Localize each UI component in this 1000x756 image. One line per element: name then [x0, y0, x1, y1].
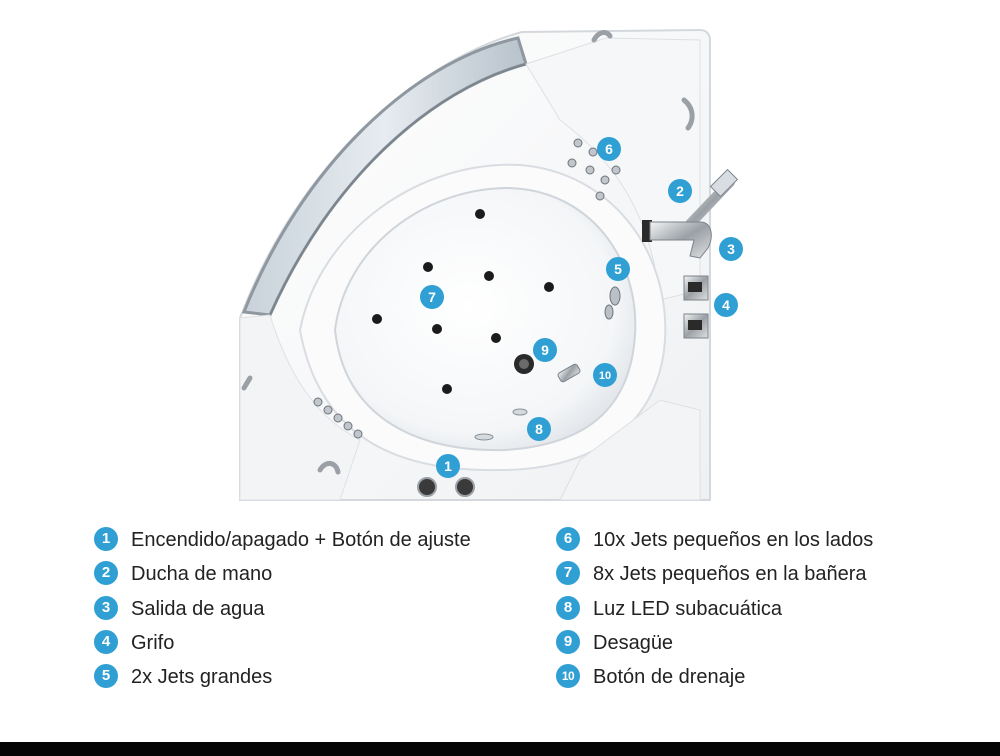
marker-4-label: 4	[722, 297, 730, 313]
water-spout	[642, 220, 712, 259]
marker-8: 8	[527, 417, 551, 441]
side-jets-cluster	[567, 138, 621, 201]
marker-2-label: 2	[676, 183, 684, 199]
marker-7-label: 7	[428, 289, 436, 305]
marker-2: 2	[668, 179, 692, 203]
legend-badge: 5	[94, 664, 118, 689]
glass-screen-inner	[269, 63, 527, 316]
legend-label: Luz LED subacuática	[593, 597, 783, 620]
marker-5: 5	[606, 257, 630, 281]
grab-handles	[241, 30, 695, 475]
drain	[514, 354, 534, 374]
legend-badge: 8	[556, 595, 580, 620]
marker-6: 6	[597, 137, 621, 161]
legend-badge: 1	[94, 527, 118, 551]
legend-label: Botón de drenaje	[593, 666, 746, 689]
marker-9-label: 9	[541, 342, 549, 358]
faucet-controls	[683, 275, 709, 339]
bathtub-diagram: 1 2 3 4 5 6 7 8 9 10	[239, 28, 743, 501]
control-buttons	[417, 477, 475, 497]
large-jets	[604, 286, 621, 320]
marker-4: 4	[714, 293, 738, 317]
legend-badge: 10	[556, 664, 580, 689]
drain-button	[557, 363, 581, 383]
legend-label: Desagüe	[593, 631, 674, 654]
legend-label: Grifo	[131, 631, 175, 654]
legend-label: 8x Jets pequeños en la bañera	[593, 563, 867, 586]
legend-badge: 3	[94, 595, 118, 620]
legend-label: 2x Jets grandes	[131, 666, 273, 689]
basin	[333, 186, 637, 452]
legend-badge: 7	[556, 561, 580, 586]
marker-9: 9	[533, 338, 557, 362]
marker-10-label: 10	[599, 370, 611, 382]
seat-right	[559, 399, 701, 501]
led-light-strip	[474, 408, 528, 441]
legend: 1 Encendido/apagado + Botón de ajuste 2 …	[0, 524, 1000, 704]
marker-3: 3	[719, 237, 743, 261]
marker-3-label: 3	[727, 241, 735, 257]
marker-10: 10	[593, 363, 617, 387]
hand-shower	[685, 168, 739, 229]
bottom-bar	[0, 742, 1000, 756]
legend-label: 10x Jets pequeños en los lados	[593, 529, 874, 551]
marker-8-label: 8	[535, 421, 543, 437]
legend-badge: 2	[94, 561, 118, 586]
legend-label: Encendido/apagado + Botón de ajuste	[131, 529, 471, 551]
legend-label: Ducha de mano	[131, 563, 273, 586]
legend-badge: 4	[94, 629, 118, 654]
legend-badge: 9	[556, 629, 580, 654]
marker-1-label: 1	[444, 458, 452, 474]
marker-6-label: 6	[605, 141, 613, 157]
legend-label: Salida de agua	[131, 597, 265, 620]
marker-7: 7	[420, 285, 444, 309]
marker-1: 1	[436, 454, 460, 478]
side-jets-left	[313, 397, 363, 439]
legend-badge: 6	[556, 527, 580, 551]
marker-5-label: 5	[614, 261, 622, 277]
basin-jets	[372, 209, 554, 394]
